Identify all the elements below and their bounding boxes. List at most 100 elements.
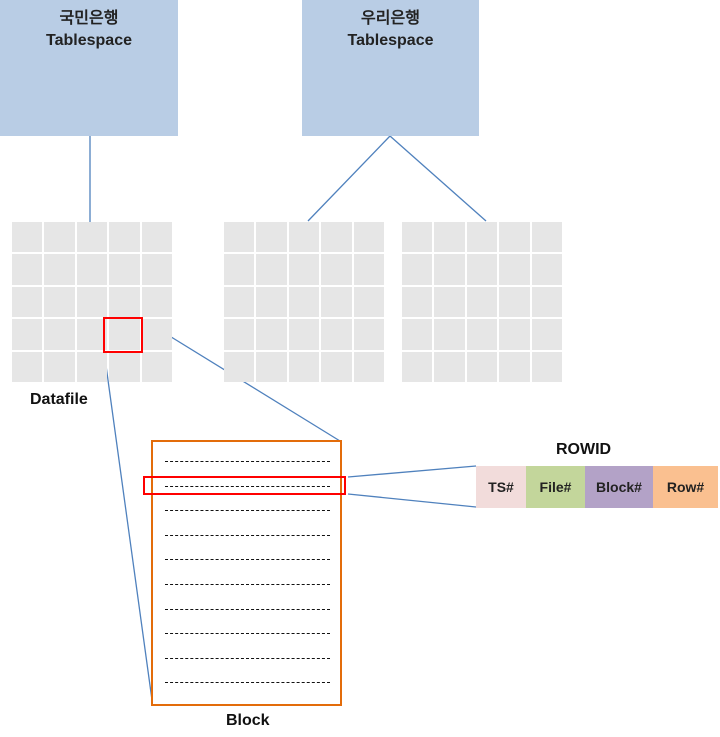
datafile-block-cell	[288, 254, 320, 285]
datafile-block-cell	[109, 319, 140, 350]
datafile-block-cell	[321, 286, 352, 318]
rowid-segment-file: File#	[526, 466, 585, 508]
rowid-segment-block: Block#	[585, 466, 653, 508]
datafile-block-cell	[288, 222, 320, 253]
zoom-line-left	[103, 350, 153, 701]
rowid-segment-row: Row#	[653, 466, 718, 508]
datafile-block-cell	[321, 319, 352, 350]
datafile-block-cell	[288, 286, 320, 318]
datafile-block-cell	[224, 254, 255, 285]
datafile-block-cell	[466, 286, 498, 318]
datafile-block-cell	[434, 222, 465, 253]
datafile-block-cell	[499, 222, 530, 253]
datafile-block-cell	[353, 286, 384, 318]
datafile-block-cell	[256, 222, 287, 253]
rowid-bar: TS# File# Block# Row#	[476, 466, 718, 508]
datafile-block-cell	[44, 286, 75, 318]
datafile-block-cell	[44, 319, 75, 350]
block-row-line	[165, 682, 330, 684]
datafile-block-cell	[224, 351, 255, 382]
datafile-block-cell	[321, 351, 352, 382]
datafile-block-cell	[353, 319, 384, 350]
datafile-grid-2	[224, 222, 384, 382]
datafile-block-cell	[531, 319, 562, 350]
datafile-block-cell	[531, 286, 562, 318]
datafile-block-cell	[141, 286, 172, 318]
rowid-segment-label: Block#	[596, 479, 642, 495]
datafile-block-cell	[109, 351, 140, 382]
datafile-block-cell	[434, 319, 465, 350]
datafile-block-cell	[44, 351, 75, 382]
rowid-line-bottom	[347, 493, 477, 508]
datafile-block-cell	[224, 222, 255, 253]
block-row-line	[165, 633, 330, 635]
block-row-line	[165, 559, 330, 561]
datafile-block-cell	[466, 351, 498, 382]
datafile-block-cell	[499, 286, 530, 318]
datafile-block-cell	[402, 286, 433, 318]
datafile-block-cell	[256, 254, 287, 285]
datafile-block-cell	[353, 351, 384, 382]
tablespace-woori: 우리은행 Tablespace	[302, 0, 479, 136]
datafile-block-cell	[12, 254, 43, 285]
datafile-block-cell	[12, 351, 43, 382]
tablespace-kookmin: 국민은행 Tablespace	[0, 0, 178, 136]
datafile-block-cell	[531, 254, 562, 285]
datafile-block-cell	[76, 319, 108, 350]
datafile-block-cell	[256, 351, 287, 382]
tablespace-name: 우리은행	[361, 10, 420, 27]
datafile-block-cell	[141, 254, 172, 285]
datafile-block-cell	[288, 351, 320, 382]
tablespace2-connector-left	[307, 135, 391, 222]
datafile-block-cell	[288, 319, 320, 350]
rowid-segment-ts: TS#	[476, 466, 526, 508]
datafile-block-cell	[402, 254, 433, 285]
datafile-block-cell	[402, 222, 433, 253]
datafile-block-cell	[76, 351, 108, 382]
datafile-block-cell	[402, 319, 433, 350]
datafile-block-cell	[434, 351, 465, 382]
block-row-line	[165, 485, 330, 487]
block-detail	[151, 440, 342, 706]
datafile-block-cell	[76, 286, 108, 318]
datafile-grid-3	[402, 222, 562, 382]
datafile-block-cell	[256, 286, 287, 318]
datafile-block-cell	[531, 351, 562, 382]
datafile-block-cell	[321, 254, 352, 285]
block-row-line	[165, 584, 330, 585]
datafile-block-cell	[353, 222, 384, 253]
datafile-block-cell	[402, 351, 433, 382]
datafile-block-cell	[434, 286, 465, 318]
datafile-block-cell	[141, 351, 172, 382]
datafile-block-cell	[44, 222, 75, 253]
datafile-block-cell	[531, 222, 562, 253]
datafile-block-cell	[109, 222, 140, 253]
datafile-block-cell	[76, 254, 108, 285]
selected-block-highlight	[103, 317, 143, 353]
datafile-label: Datafile	[30, 391, 88, 408]
datafile-block-cell	[499, 351, 530, 382]
datafile-block-cell	[434, 254, 465, 285]
datafile-block-cell	[141, 319, 172, 350]
block-row-line	[165, 608, 330, 610]
datafile-grid-1	[12, 222, 172, 382]
datafile-block-cell	[466, 222, 498, 253]
datafile-block-cell	[353, 254, 384, 285]
datafile-block-cell	[12, 286, 43, 318]
rowid-segment-label: File#	[539, 479, 572, 495]
tablespace2-connector-right	[389, 135, 487, 222]
rowid-segment-label: Row#	[666, 479, 705, 495]
block-label: Block	[226, 712, 270, 729]
datafile-block-cell	[141, 222, 172, 253]
block-row-line	[165, 510, 330, 512]
datafile-block-cell	[256, 319, 287, 350]
datafile-block-cell	[224, 319, 255, 350]
datafile-block-cell	[76, 222, 108, 253]
tablespace-subtitle: Tablespace	[347, 32, 434, 49]
tablespace-name: 국민은행	[59, 10, 119, 27]
block-row-line	[165, 534, 330, 536]
datafile-block-cell	[466, 319, 498, 350]
datafile-block-cell	[109, 254, 140, 285]
datafile-block-cell	[499, 319, 530, 350]
selected-row-highlight	[143, 476, 346, 495]
